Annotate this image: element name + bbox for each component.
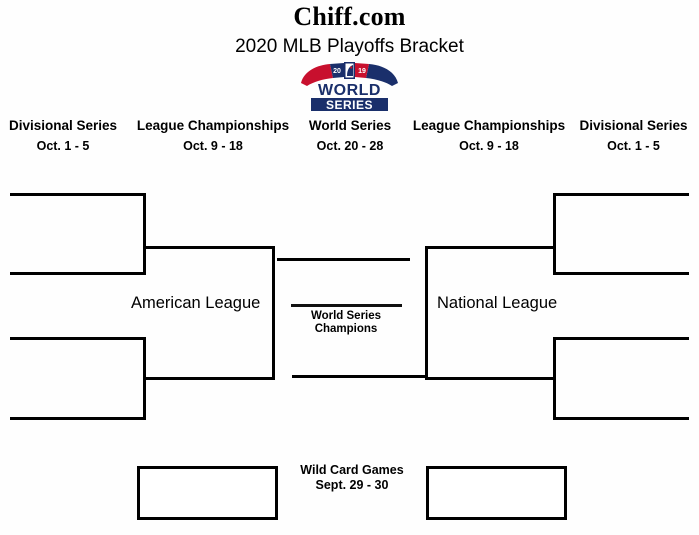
- round-header-dates: Oct. 9 - 18: [183, 139, 243, 153]
- round-header-divisional-left: Divisional Series Oct. 1 - 5: [0, 118, 126, 154]
- svg-text:SERIES: SERIES: [326, 98, 373, 112]
- round-header-world-series: World Series Oct. 20 - 28: [296, 118, 404, 154]
- bracket-connector-al-div-upper: [143, 193, 146, 275]
- svg-text:WORLD: WORLD: [318, 82, 381, 99]
- bracket-slot-nl-lcs-1[interactable]: [425, 246, 556, 249]
- world-series-champions-caption: World Series Champions: [283, 310, 409, 336]
- bracket-slot-nl-div-3[interactable]: [553, 337, 689, 340]
- round-header-name: Divisional Series: [579, 118, 688, 133]
- bracket-slot-al-lcs-2[interactable]: [146, 377, 274, 380]
- bracket-slot-al-div-4[interactable]: [10, 417, 146, 420]
- round-header-league-championships-right: League Championships Oct. 9 - 18: [398, 118, 580, 154]
- bracket-slot-nl-pennant[interactable]: [292, 375, 425, 378]
- bracket-slot-nl-div-1[interactable]: [553, 193, 689, 196]
- bracket-slot-nl-div-2[interactable]: [553, 272, 689, 275]
- round-header-name: Divisional Series: [8, 118, 118, 133]
- wild-card-caption-line-1: Wild Card Games: [300, 463, 404, 477]
- national-league-label: National League: [437, 294, 558, 312]
- round-header-divisional-right: Divisional Series Oct. 1 - 5: [568, 118, 699, 154]
- svg-text:19: 19: [358, 68, 366, 75]
- wild-card-slot-left[interactable]: [137, 466, 278, 520]
- wild-card-slot-right[interactable]: [426, 466, 567, 520]
- round-header-name: League Championships: [136, 118, 290, 133]
- american-league-label: American League: [131, 294, 261, 312]
- bracket-slot-al-div-3[interactable]: [10, 337, 146, 340]
- round-header-league-championships-left: League Championships Oct. 9 - 18: [122, 118, 304, 154]
- site-title: Chiff.com: [293, 2, 406, 31]
- bracket-slot-nl-div-4[interactable]: [553, 417, 689, 420]
- bracket-connector-nl-div-upper: [553, 193, 556, 275]
- bracket-connector-al-div-lower: [143, 337, 146, 420]
- bracket-slot-al-div-2[interactable]: [10, 272, 146, 275]
- world-series-logo: 20 19 WORLD SERIES: [299, 62, 400, 112]
- round-header-dates: Oct. 20 - 28: [316, 139, 384, 153]
- bracket-subtitle: 2020 MLB Playoffs Bracket: [235, 36, 464, 57]
- wild-card-caption-line-2: Sept. 29 - 30: [315, 478, 389, 492]
- round-header-dates: Oct. 1 - 5: [607, 139, 660, 153]
- champions-caption-line-1: World Series: [310, 310, 382, 322]
- bracket-connector-nl-lcs: [425, 246, 428, 380]
- bracket-slot-nl-lcs-2[interactable]: [425, 377, 556, 380]
- round-header-dates: Oct. 9 - 18: [459, 139, 519, 153]
- bracket-connector-al-lcs: [272, 246, 275, 380]
- champions-caption-line-2: Champions: [314, 323, 378, 335]
- bracket-slot-al-pennant[interactable]: [277, 258, 410, 261]
- bracket-slot-world-series-champion[interactable]: [291, 304, 402, 307]
- bracket-slot-al-div-1[interactable]: [10, 193, 146, 196]
- svg-text:20: 20: [333, 68, 341, 75]
- round-header-name: League Championships: [412, 118, 566, 133]
- round-header-name: World Series: [308, 118, 392, 133]
- wild-card-caption: Wild Card Games Sept. 29 - 30: [288, 463, 416, 493]
- bracket-slot-al-lcs-1[interactable]: [146, 246, 274, 249]
- round-header-dates: Oct. 1 - 5: [36, 139, 90, 153]
